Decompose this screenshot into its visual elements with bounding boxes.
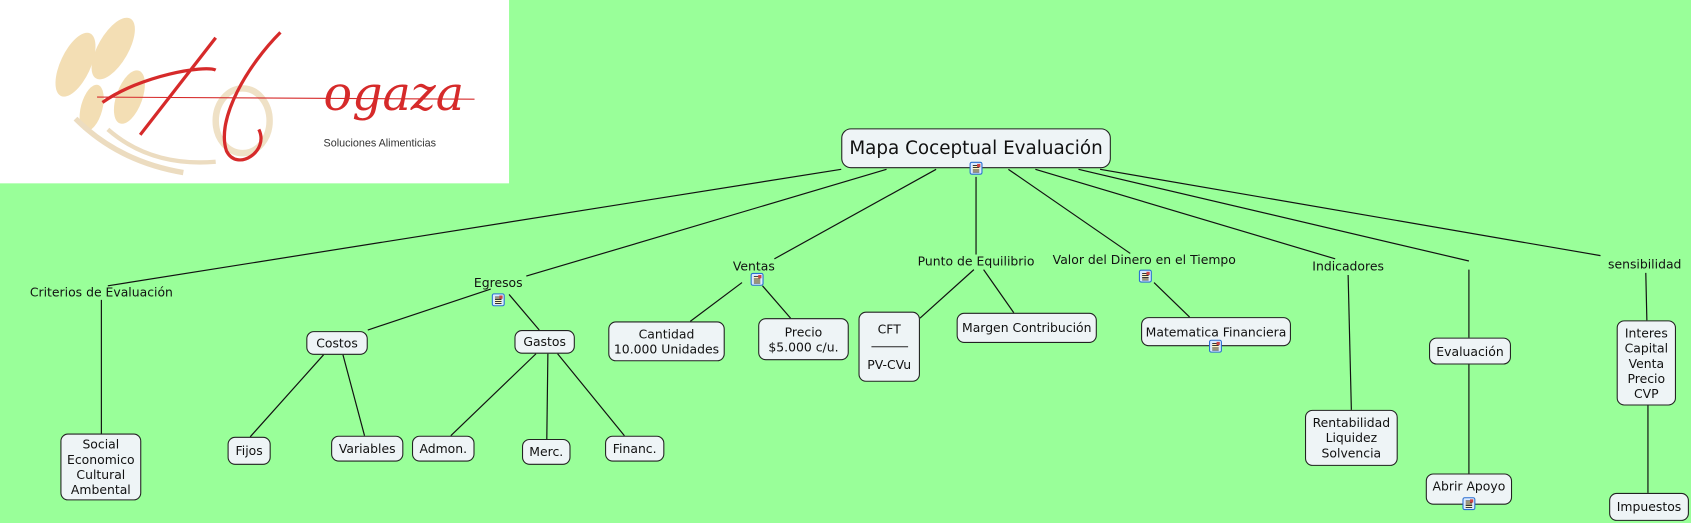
- cantidad-node[interactable]: Cantidad 10.000 Unidades: [608, 321, 725, 362]
- document-resource-icon[interactable]: [1208, 339, 1222, 353]
- document-resource-icon[interactable]: [1462, 497, 1476, 511]
- document-resource-icon[interactable]: [969, 161, 983, 175]
- admon-node[interactable]: Admon.: [411, 435, 475, 462]
- criterios-node[interactable]: Social Economico Cultural Ambental: [60, 433, 142, 501]
- precio-node[interactable]: Precio $5.000 c/u.: [758, 318, 849, 361]
- wheat-logo-graphic: ogaza Soluciones Alimenticias: [55, 17, 475, 176]
- financ-node[interactable]: Financ.: [605, 435, 665, 462]
- costos-node[interactable]: Costos: [306, 331, 368, 355]
- merc-node[interactable]: Merc.: [521, 438, 571, 465]
- gastos-node[interactable]: Gastos: [514, 330, 575, 354]
- fraction-line: [870, 346, 908, 348]
- hogaza-logo: ogaza Soluciones Alimenticias: [0, 0, 510, 184]
- egresos-label[interactable]: Egresos: [473, 275, 523, 291]
- indicadores-node[interactable]: Rentabilidad Liquidez Solvencia: [1304, 409, 1398, 466]
- impuestos-node[interactable]: Impuestos: [1609, 492, 1689, 521]
- cft-numerator: CFT: [877, 321, 901, 337]
- sensibilidad-node[interactable]: Interes Capital Venta Precio CVP: [1616, 320, 1676, 406]
- margen-node[interactable]: Margen Contribución: [956, 312, 1097, 343]
- cft-denominator: PV-CVu: [867, 356, 912, 373]
- criterios-label[interactable]: Criterios de Evaluación: [29, 284, 173, 300]
- document-resource-icon[interactable]: [491, 293, 505, 307]
- cft-node[interactable]: CFT PV-CVu: [858, 311, 920, 382]
- indicadores-label[interactable]: Indicadores: [1312, 258, 1384, 274]
- variables-node[interactable]: Variables: [331, 435, 404, 462]
- evaluacion-node[interactable]: Evaluación: [1429, 337, 1511, 365]
- ventas-label[interactable]: Ventas: [732, 258, 775, 274]
- valor-dinero-label[interactable]: Valor del Dinero en el Tiempo: [1052, 252, 1236, 268]
- logo-wordmark: ogaza: [324, 67, 464, 122]
- document-resource-icon[interactable]: [1138, 269, 1152, 283]
- root-concept[interactable]: Mapa Coceptual Evaluación: [841, 128, 1111, 169]
- fijos-node[interactable]: Fijos: [227, 436, 271, 465]
- punto-equilibrio-label[interactable]: Punto de Equilibrio: [917, 253, 1035, 269]
- sensibilidad-label[interactable]: sensibilidad: [1608, 256, 1682, 272]
- logo-tagline: Soluciones Alimenticias: [324, 138, 436, 150]
- document-resource-icon[interactable]: [750, 272, 764, 286]
